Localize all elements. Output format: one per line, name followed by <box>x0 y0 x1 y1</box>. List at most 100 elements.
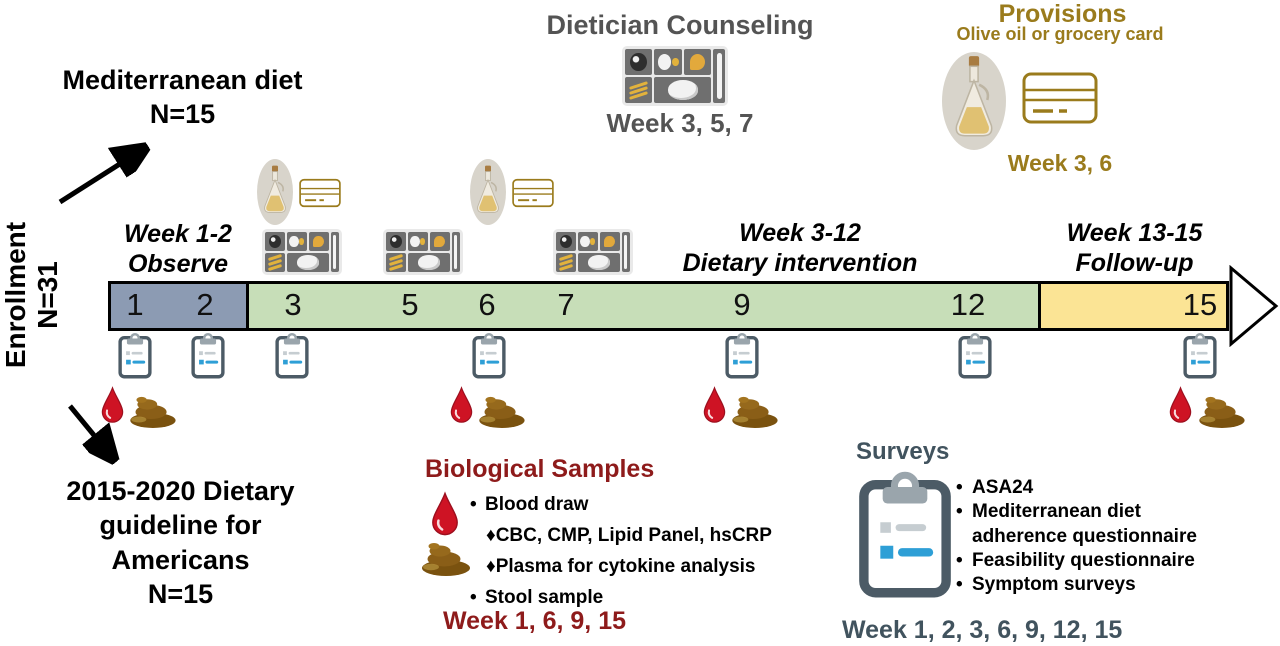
phase-intervention-name: Dietary intervention <box>682 248 918 277</box>
control-arm-label: 2015-2020 Dietary guideline for American… <box>38 474 323 611</box>
clipboard-icon <box>859 471 951 598</box>
segment-intervention <box>249 284 1041 328</box>
tray-cell <box>286 253 329 272</box>
week15-blood-holder <box>1168 384 1193 426</box>
week1-stool-holder <box>127 394 177 428</box>
meal-tray-icon <box>622 46 728 106</box>
meal-tray-icon <box>553 229 633 275</box>
week-tick-12: 12 <box>950 287 986 322</box>
bullet-marker: • <box>956 477 963 498</box>
blood-drop-icon <box>1169 386 1192 423</box>
control-arm-line2: guideline for <box>99 510 262 541</box>
meal-tray-icon <box>383 229 463 275</box>
phase-observe-name: Observe <box>127 249 229 278</box>
clipboard-icon <box>275 332 309 379</box>
clipboard-icon <box>118 332 152 379</box>
tray-cell <box>577 253 620 272</box>
week2-clipboard-holder <box>191 332 225 379</box>
list-item-text: Plasma for cytokine analysis <box>495 556 756 578</box>
list-item: • Feasibility questionnaire <box>956 549 1234 573</box>
clipboard-icon <box>958 332 992 379</box>
control-arm-line1: 2015-2020 Dietary <box>66 476 295 506</box>
blood-drop-icon <box>703 386 726 423</box>
enrollment-n: N=31 <box>32 261 64 329</box>
bullet-marker: • <box>470 587 477 609</box>
list-item: ♦ Plasma for cytokine analysis <box>470 551 820 582</box>
control-arm-line3: Americans <box>111 544 250 575</box>
timeline-arrowhead-icon <box>1229 265 1279 347</box>
tray-cell <box>654 77 712 103</box>
tray-cell <box>407 253 450 272</box>
week-tick-1: 1 <box>126 287 144 322</box>
segment-observe <box>111 284 249 328</box>
clipboard-icon <box>725 332 759 379</box>
control-arm-n: N=15 <box>147 578 214 609</box>
week-tick-7: 7 <box>557 287 575 322</box>
blood-drop-icon <box>450 386 473 423</box>
biological-samples-title: Biological Samples <box>425 455 655 483</box>
tray-cell <box>386 253 406 272</box>
week9-blood-holder <box>702 384 727 426</box>
list-item-text: Symptom surveys <box>972 574 1136 596</box>
week12-clipboard-holder <box>958 332 992 379</box>
mediterranean-arm-n: N=15 <box>149 98 216 129</box>
tray-utensil-slot <box>330 232 339 272</box>
week3-card-holder <box>299 178 341 208</box>
biological-samples-weeks: Week 1, 6, 9, 15 <box>443 607 626 635</box>
list-item: • Symptom surveys <box>956 573 1234 597</box>
week3-clipboard-holder <box>275 332 309 379</box>
phase-intervention-label: Week 3-12 Dietary intervention <box>645 219 955 278</box>
phase-intervention-weeks: Week 3-12 <box>739 219 861 247</box>
tray-cell <box>429 232 450 251</box>
provisions-bottle-holder <box>942 52 1006 150</box>
surveys-weeks: Week 1, 2, 3, 6, 9, 12, 15 <box>842 616 1123 644</box>
grocery-card-icon <box>1022 72 1098 124</box>
blood-drop-icon <box>101 386 124 423</box>
legend-blood-holder <box>430 490 460 538</box>
olive-oil-bottle-icon <box>955 56 993 137</box>
week5-tray-holder <box>383 229 463 275</box>
segment-followup <box>1041 284 1226 328</box>
phase-observe-label: Week 1-2 Observe <box>88 220 268 279</box>
tray-cell <box>556 232 576 251</box>
week-tick-3: 3 <box>284 287 302 322</box>
list-item: • Mediterranean diet adherence questionn… <box>956 500 1234 549</box>
clipboard-icon <box>1183 332 1217 379</box>
counseling-tray-holder <box>622 46 728 106</box>
week-tick-6: 6 <box>478 287 496 322</box>
bullet-marker: ♦ <box>486 556 496 578</box>
mediterranean-arm-title: Mediterranean diet <box>62 65 303 95</box>
meal-tray-icon <box>262 229 342 275</box>
list-item: ♦ CBC, CMP, Lipid Panel, hsCRP <box>470 520 820 551</box>
bullet-marker: • <box>956 501 963 523</box>
list-item-text: Stool sample <box>485 587 604 609</box>
list-item-text: Mediterranean diet adherence questionnai… <box>972 501 1197 547</box>
arrow-down-icon <box>68 404 134 476</box>
clipboard-icon <box>472 332 506 379</box>
tray-cell <box>556 253 576 272</box>
week1-blood-holder <box>100 384 125 426</box>
tray-cell <box>407 232 428 251</box>
enrollment-title: Enrollment <box>0 221 31 369</box>
week9-stool-holder <box>729 394 779 428</box>
grocery-card-icon <box>299 178 341 208</box>
tray-cell <box>654 49 682 75</box>
phase-followup-name: Follow-up <box>1075 248 1194 277</box>
tray-cell <box>286 232 307 251</box>
olive-oil-bottle-icon <box>477 165 499 213</box>
phase-observe-weeks: Week 1-2 <box>124 220 232 248</box>
tray-cell <box>599 232 620 251</box>
week6-bottle-holder <box>470 159 506 225</box>
week-tick-2: 2 <box>196 287 214 322</box>
list-item: • Blood draw <box>470 489 820 520</box>
phase-followup-label: Week 13-15 Follow-up <box>1042 219 1227 278</box>
clipboard-icon <box>191 332 225 379</box>
week6-blood-holder <box>449 384 474 426</box>
list-item: • ASA24 <box>956 476 1234 500</box>
mediterranean-arm-label: Mediterranean diet N=15 <box>55 64 310 132</box>
biological-samples-list: • Blood draw ♦ CBC, CMP, Lipid Panel, hs… <box>470 489 820 614</box>
week9-clipboard-holder <box>725 332 759 379</box>
list-item-text: CBC, CMP, Lipid Panel, hsCRP <box>495 525 772 547</box>
enrollment-label: Enrollment N=31 <box>0 199 66 391</box>
